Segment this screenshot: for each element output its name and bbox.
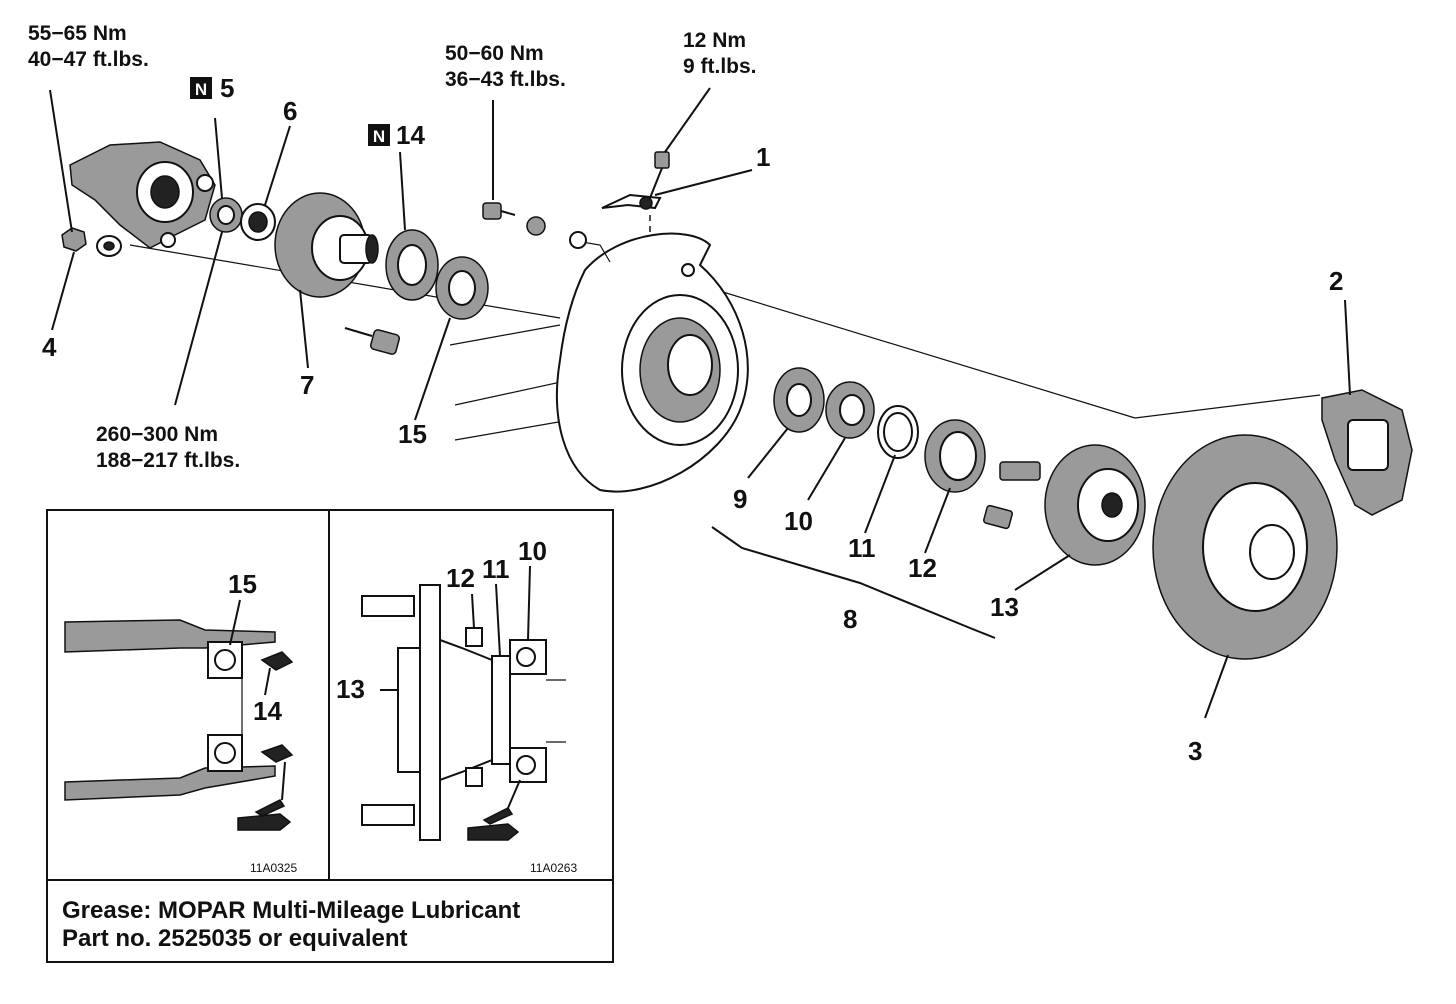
inset-left-label-15: 15 (228, 569, 257, 599)
torque-bolt-ftlbs: 36−43 ft.lbs. (445, 68, 566, 91)
callout-8: 8 (843, 604, 857, 634)
torque-labels: 55−65 Nm 40−47 ft.lbs. 50−60 Nm 36−43 ft… (28, 22, 757, 472)
torque-nut-nm: 55−65 Nm (28, 22, 127, 45)
inset-left-label-14: 14 (253, 696, 282, 726)
callout-4: 4 (42, 332, 57, 362)
callout-13: 13 (990, 592, 1019, 622)
callout-2: 2 (1329, 266, 1343, 296)
grease-note-line1: Grease: MOPAR Multi-Mileage Lubricant (62, 897, 520, 924)
callout-6: 6 (283, 96, 297, 126)
torque-locknut-nm: 260−300 Nm (96, 423, 218, 446)
callout-12: 12 (908, 553, 937, 583)
outer-bearing (385, 229, 439, 301)
new-part-badge-5: N (190, 77, 212, 99)
new-part-badge-14: N (368, 124, 390, 146)
callout-7: 7 (300, 370, 314, 400)
inset-left-drawing (64, 599, 294, 831)
badge-letter: N (195, 80, 207, 99)
inset-right-label-12: 12 (446, 563, 475, 593)
small-nut (526, 216, 546, 236)
snap-ring-11 (877, 405, 919, 459)
inset-right-label-10: 10 (518, 536, 547, 566)
callout-11: 11 (848, 533, 876, 563)
torque-bolt-nm: 50−60 Nm (445, 42, 544, 65)
hub-nut (61, 227, 122, 257)
leader-lines (49, 87, 1351, 719)
inset-right-drawing (361, 565, 566, 841)
inset-box (46, 509, 614, 963)
drive-flange (274, 192, 379, 298)
brake-caliper (1321, 389, 1413, 516)
callout-10: 10 (784, 506, 813, 536)
inset-right-figure-id: 11A0263 (530, 861, 577, 875)
backing-plate (556, 231, 749, 493)
callout-3: 3 (1188, 736, 1202, 766)
callout-1: 1 (756, 142, 770, 172)
inner-bearing (435, 256, 489, 320)
callout-9: 9 (733, 484, 747, 514)
steering-knuckle (69, 141, 216, 249)
abs-sensor (601, 151, 670, 210)
grease-note-line2: Part no. 2525035 or equivalent (62, 925, 407, 952)
oil-seal-12 (924, 419, 986, 493)
inset-left-figure-id: 11A0325 (250, 861, 297, 875)
bearing-9 (773, 367, 825, 433)
lock-nut (209, 197, 243, 233)
callout-5: 5 (220, 73, 234, 103)
torque-nut-ftlbs: 40−47 ft.lbs. (28, 48, 149, 71)
torque-locknut-ftlbs: 188−217 ft.lbs. (96, 449, 240, 472)
brake-rotor (1152, 434, 1338, 660)
callout-numbers: 1 2 3 4 5 6 7 8 9 10 11 12 13 14 15 (42, 73, 1343, 766)
inset-right-label-11: 11 (482, 554, 510, 584)
thrust-washer (240, 203, 276, 241)
wheel-hub (983, 444, 1146, 566)
bearing-10 (825, 381, 875, 439)
torque-sensor-ftlbs: 9 ft.lbs. (683, 55, 757, 78)
inset-right-label-13: 13 (336, 674, 365, 704)
caliper-bolt (482, 202, 516, 220)
callout-15: 15 (398, 419, 427, 449)
callout-14: 14 (396, 120, 425, 150)
torque-sensor-nm: 12 Nm (683, 29, 746, 52)
badge-letter: N (373, 127, 385, 146)
flange-bolt (344, 327, 400, 355)
